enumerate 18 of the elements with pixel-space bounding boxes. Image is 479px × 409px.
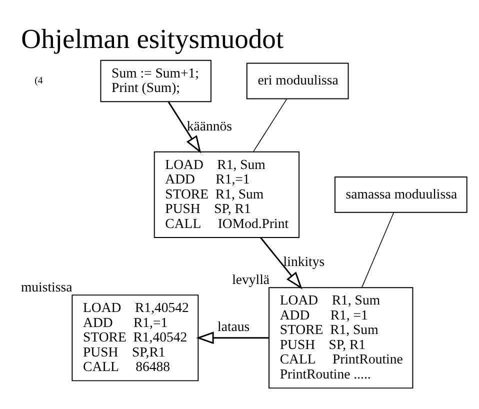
node-box: LOAD R1, Sum ADD R1,=1 STORE R1, Sum PUSH SP, R1 CALL IOMod.Print — [154, 150, 300, 238]
edge-label: käännös — [186, 118, 232, 133]
arrow — [260, 236, 302, 289]
node-box: eri moduulissa — [246, 62, 349, 99]
connector — [362, 212, 394, 288]
edge-label: lataus — [218, 318, 250, 334]
node-box: samassa moduulissa — [334, 176, 468, 212]
arrow — [196, 331, 269, 344]
node-box: LOAD R1,40542 ADD R1,=1 STORE R1,40542 PUSH SP,R1 CALL 86488 — [72, 294, 199, 381]
node-label: muistissa — [20, 278, 72, 294]
arrow — [168, 100, 202, 153]
diagram-title: Ohjelman esitysmuodot — [21, 22, 284, 54]
label: (4 — [34, 74, 43, 86]
node-box: LOAD R1, Sum ADD R1, =1 STORE R1, Sum PUSH SP, R1 CALL PrintRoutine PrintRoutine ..... — [268, 286, 414, 388]
node-box: Sum := Sum+1; Print (Sum); — [100, 59, 212, 102]
node-label: levyllä — [232, 271, 270, 286]
edge-label: linkitys — [283, 254, 325, 269]
connector — [253, 98, 288, 152]
